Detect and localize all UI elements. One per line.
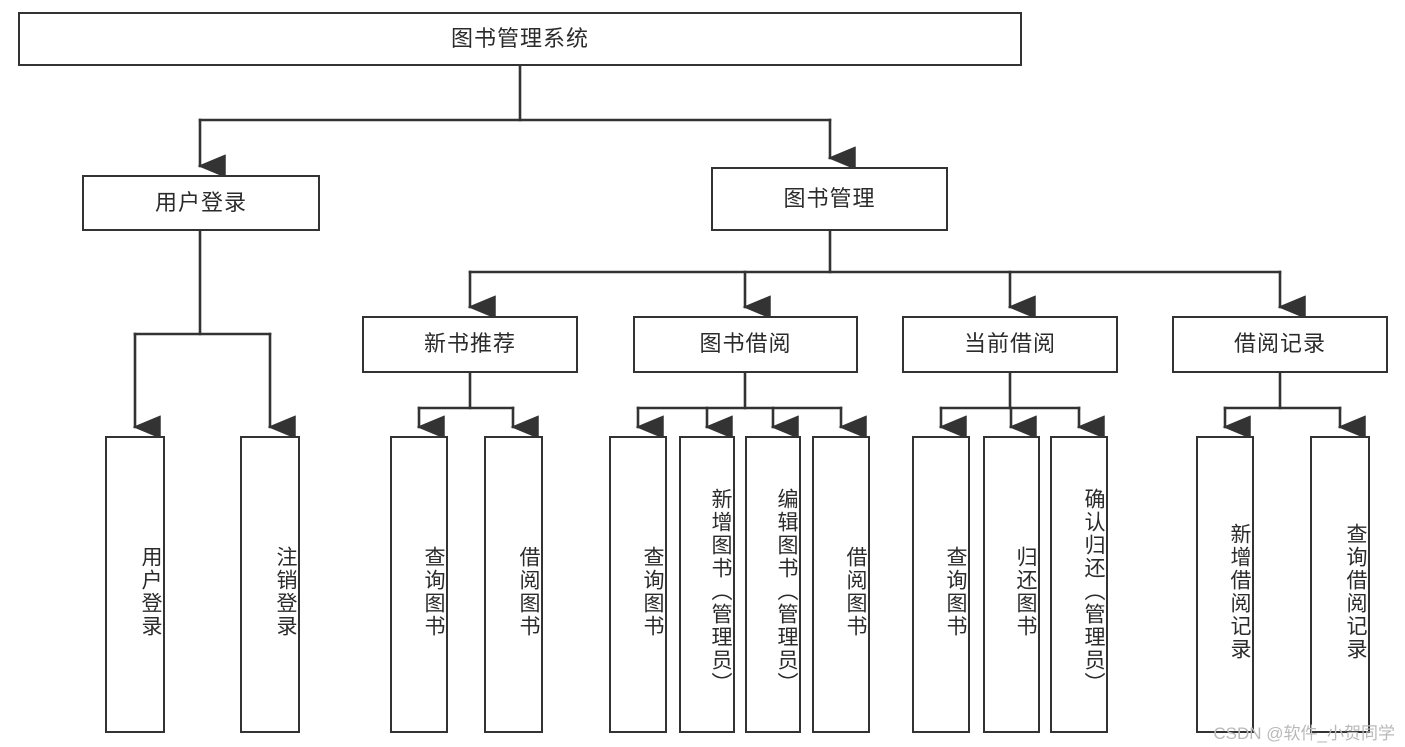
leaf-node[interactable]: 注销登录 — [240, 436, 300, 733]
leaf-label: 借阅图书 — [517, 545, 540, 638]
node-new-book-recommend[interactable]: 新书推荐 — [362, 316, 578, 373]
leaf-label: 编辑图书（管理员） — [775, 488, 798, 695]
leaf-label: 借阅图书 — [844, 545, 867, 638]
leaf-node[interactable]: 查询图书 — [609, 436, 667, 733]
node-root[interactable]: 图书管理系统 — [18, 12, 1022, 66]
leaf-label: 确认归还（管理员） — [1082, 488, 1105, 695]
leaf-node[interactable]: 归还图书 — [983, 436, 1040, 733]
leaf-node[interactable]: 查询图书 — [912, 436, 970, 733]
leaf-label: 用户登录 — [139, 545, 162, 638]
leaf-node[interactable]: 编辑图书（管理员） — [745, 436, 801, 733]
leaf-node[interactable]: 查询图书 — [390, 436, 448, 733]
node-book-management-label: 图书管理 — [783, 185, 876, 211]
leaf-label: 查询图书 — [422, 545, 445, 638]
leaf-node[interactable]: 新增借阅记录 — [1196, 436, 1254, 733]
node-borrow-record[interactable]: 借阅记录 — [1172, 316, 1388, 373]
leaf-label: 新增借阅记录 — [1228, 522, 1251, 661]
node-user-login-label: 用户登录 — [154, 189, 247, 215]
leaf-label: 查询图书 — [641, 545, 664, 638]
leaf-label: 查询借阅记录 — [1344, 522, 1367, 661]
node-borrow-record-label: 借阅记录 — [1233, 331, 1326, 357]
node-root-label: 图书管理系统 — [450, 25, 589, 51]
leaf-label: 归还图书 — [1014, 545, 1037, 638]
node-new-book-recommend-label: 新书推荐 — [423, 331, 516, 357]
leaf-node[interactable]: 新增图书（管理员） — [679, 436, 735, 733]
leaf-node[interactable]: 借阅图书 — [484, 436, 543, 733]
node-book-management[interactable]: 图书管理 — [711, 167, 948, 231]
leaf-label: 新增图书（管理员） — [709, 488, 732, 695]
node-user-login[interactable]: 用户登录 — [82, 175, 320, 231]
leaf-label: 注销登录 — [274, 545, 297, 638]
node-book-borrow-label: 图书借阅 — [699, 331, 792, 357]
node-current-borrow-label: 当前借阅 — [963, 331, 1056, 357]
node-current-borrow[interactable]: 当前借阅 — [902, 316, 1118, 373]
leaf-node[interactable]: 用户登录 — [105, 436, 165, 733]
leaf-node[interactable]: 借阅图书 — [812, 436, 870, 733]
leaf-label: 查询图书 — [944, 545, 967, 638]
node-book-borrow[interactable]: 图书借阅 — [633, 316, 858, 373]
leaf-node[interactable]: 查询借阅记录 — [1310, 436, 1370, 733]
leaf-node[interactable]: 确认归还（管理员） — [1050, 436, 1108, 733]
